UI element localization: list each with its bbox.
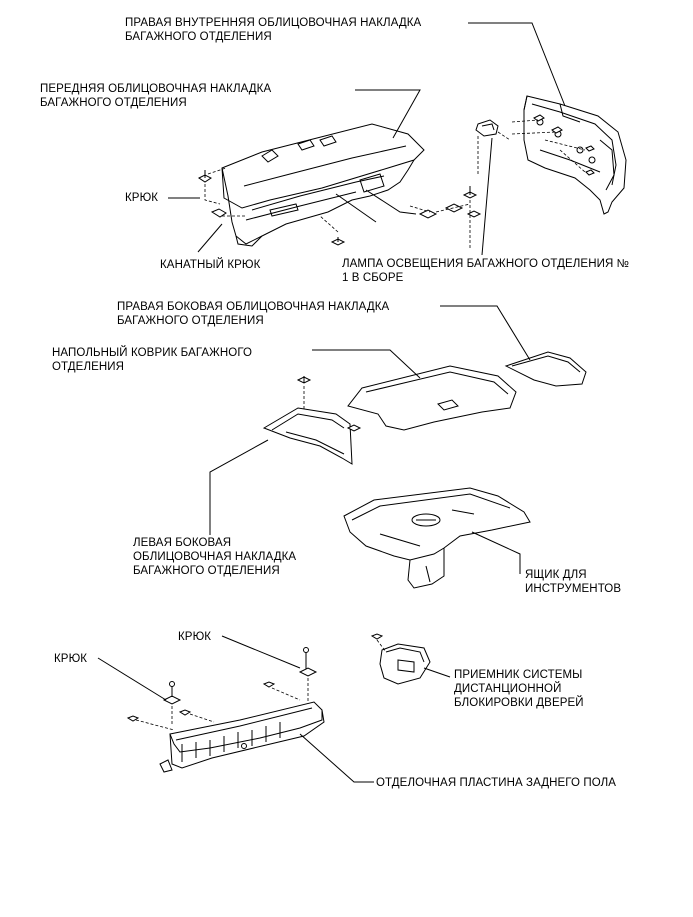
right-inner-trim-part: [523, 95, 627, 215]
label-receiver-line2: ДИСТАНЦИОННОЙ: [454, 683, 562, 695]
label-hook-bottom-right: КРЮК: [178, 631, 212, 643]
rear-floor-plate-part: [159, 701, 325, 773]
leader-lines: [97, 22, 566, 783]
floor-mat-part: [347, 365, 517, 431]
label-lamp-line1: ЛАМПА ОСВЕЩЕНИЯ БАГАЖНОГО ОТДЕЛЕНИЯ №: [342, 258, 630, 270]
right-inner-trim-clips: [511, 114, 595, 176]
label-hook-top: КРЮК: [125, 192, 159, 204]
label-front-trim: ПЕРЕДНЯЯ ОБЛИЦОВОЧНАЯ НАКЛАДКА БАГАЖНОГО…: [40, 82, 271, 110]
label-right-side-trim: ПРАВАЯ БОКОВАЯ ОБЛИЦОВОЧНАЯ НАКЛАДКА БАГ…: [117, 300, 389, 328]
label-receiver: ПРИЕМНИК СИСТЕМЫ ДИСТАНЦИОННОЙ БЛОКИРОВК…: [454, 668, 584, 710]
label-left-side-trim-line1: ЛЕВАЯ БОКОВАЯ: [133, 537, 232, 549]
label-tool-box-line2: ИНСТРУМЕНТОВ: [525, 583, 622, 595]
label-lamp-line2: 1 В СБОРЕ: [342, 272, 404, 284]
label-rear-floor-plate: ОТДЕЛОЧНАЯ ПЛАСТИНА ЗАДНЕГО ПОЛА: [376, 777, 617, 789]
front-trim-fasteners: [198, 167, 482, 250]
label-tool-box: ЯЩИК ДЛЯ ИНСТРУМЕНТОВ: [525, 568, 621, 596]
right-side-trim-part: [504, 351, 587, 387]
door-lock-receiver-part: [370, 633, 431, 685]
label-left-side-trim-line2: ОБЛИЦОВОЧНАЯ НАКЛАДКА: [133, 551, 297, 563]
front-trim-part: [221, 123, 425, 247]
label-right-inner-trim-line1: ПРАВАЯ ВНУТРЕННЯЯ ОБЛИЦОВОЧНАЯ НАКЛАДКА: [125, 17, 422, 29]
label-floor-mat-line1: НАПОЛЬНЫЙ КОВРИК БАГАЖНОГО: [52, 347, 253, 359]
label-front-trim-line1: ПЕРЕДНЯЯ ОБЛИЦОВОЧНАЯ НАКЛАДКА: [40, 83, 272, 95]
label-tool-box-line1: ЯЩИК ДЛЯ: [525, 569, 587, 581]
label-lamp: ЛАМПА ОСВЕЩЕНИЯ БАГАЖНОГО ОТДЕЛЕНИЯ № 1 …: [342, 257, 629, 285]
label-floor-mat: НАПОЛЬНЫЙ КОВРИК БАГАЖНОГО ОТДЕЛЕНИЯ: [52, 346, 252, 374]
label-receiver-line3: БЛОКИРОВКИ ДВЕРЕЙ: [454, 697, 584, 709]
label-right-side-trim-line1: ПРАВАЯ БОКОВАЯ ОБЛИЦОВОЧНАЯ НАКЛАДКА: [117, 301, 390, 313]
tool-box-part: [343, 487, 531, 589]
label-rope-hook: КАНАТНЫЙ КРЮК: [160, 259, 261, 271]
luggage-lamp-part: [475, 119, 511, 175]
label-front-trim-line2: БАГАЖНОГО ОТДЕЛЕНИЯ: [40, 97, 187, 109]
left-side-trim-part: [262, 376, 362, 465]
label-receiver-line1: ПРИЕМНИК СИСТЕМЫ: [454, 669, 583, 681]
label-right-side-trim-line2: БАГАЖНОГО ОТДЕЛЕНИЯ: [117, 315, 264, 327]
label-hook-bottom-left: КРЮК: [54, 653, 88, 665]
label-left-side-trim: ЛЕВАЯ БОКОВАЯ ОБЛИЦОВОЧНАЯ НАКЛАДКА БАГА…: [133, 536, 296, 578]
label-floor-mat-line2: ОТДЕЛЕНИЯ: [52, 361, 125, 373]
label-right-inner-trim-line2: БАГАЖНОГО ОТДЕЛЕНИЯ: [125, 31, 272, 43]
rear-floor-plate-fasteners: [126, 647, 318, 731]
label-right-inner-trim: ПРАВАЯ ВНУТРЕННЯЯ ОБЛИЦОВОЧНАЯ НАКЛАДКА …: [125, 16, 421, 44]
label-left-side-trim-line3: БАГАЖНОГО ОТДЕЛЕНИЯ: [133, 565, 280, 577]
